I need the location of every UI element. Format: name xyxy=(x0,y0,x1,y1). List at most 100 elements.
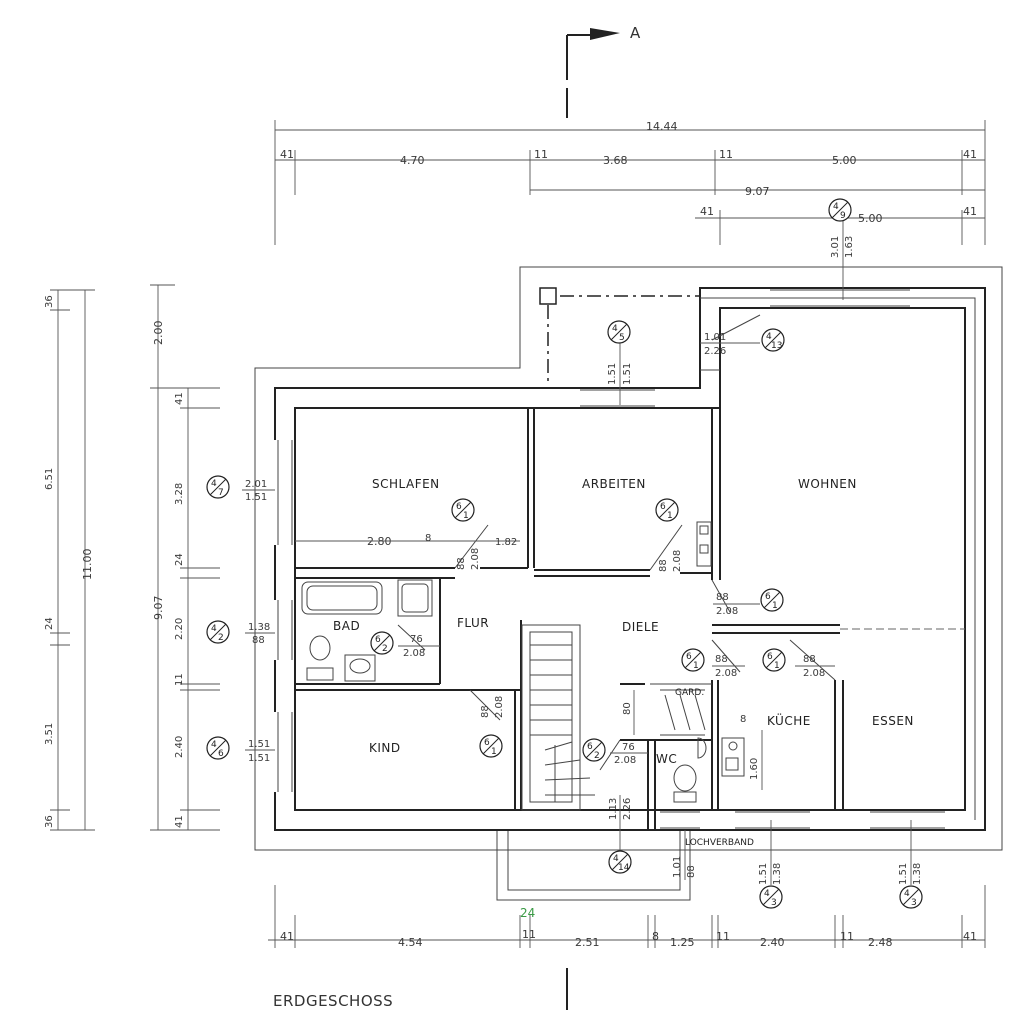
door-swings xyxy=(397,314,836,771)
arbeiten-win-h: 1.51 xyxy=(622,363,633,385)
entry-window-h: 88 xyxy=(686,865,697,878)
ref-r16-top: 4 xyxy=(764,889,770,899)
ref-r12-bot: 6 xyxy=(218,749,224,759)
ref-r10-bot: 1 xyxy=(693,661,699,671)
room-diele: DIELE xyxy=(622,620,659,634)
dim-outer-a: 6.51 xyxy=(44,468,55,490)
room-arbeiten: ARBEITEN xyxy=(582,477,646,491)
terrace-door-w: 1.01 xyxy=(704,332,726,343)
dim-d5: 8 xyxy=(652,930,659,943)
door-bad-w: 76 xyxy=(410,634,423,645)
schlafen-width: 2.80 xyxy=(367,535,392,548)
ref-r7-top: 6 xyxy=(765,592,771,602)
dim-d7: 11 xyxy=(716,930,730,943)
wohnen-win-w: 3.01 xyxy=(830,236,841,258)
ref-r16-bot: 3 xyxy=(771,898,777,908)
ref-r6-bot: 1 xyxy=(667,511,673,521)
kueche-win-w: 1.51 xyxy=(758,863,769,885)
dim-i1: 41 xyxy=(174,392,185,405)
room-schlafen: SCHLAFEN xyxy=(372,477,440,491)
door-kueche1-h: 2.08 xyxy=(715,668,737,679)
door-wc-w: 76 xyxy=(622,742,635,753)
section-ref-r5: 61 xyxy=(451,498,475,522)
door-kind-h: 2.08 xyxy=(494,696,505,718)
wohnen-win-h: 1.63 xyxy=(844,236,855,258)
ref-r4-bot: 7 xyxy=(218,488,224,498)
dim-d4: 2.51 xyxy=(575,936,600,949)
ref-r5-bot: 1 xyxy=(463,511,469,521)
entry-window-w: 1.01 xyxy=(672,856,683,878)
chimney-icon xyxy=(539,287,557,305)
plan-title: ERDGESCHOSS xyxy=(273,992,393,1010)
kind-win-w: 1.51 xyxy=(248,739,270,750)
dim-outer-bot: 36 xyxy=(44,815,55,828)
shower-icon xyxy=(397,579,433,617)
dim-i5: 11 xyxy=(174,673,185,686)
ref-r14-top: 6 xyxy=(587,742,593,752)
dim-i7: 41 xyxy=(174,815,185,828)
door-bad-h: 2.08 xyxy=(403,648,425,659)
ref-r2-top: 4 xyxy=(612,324,618,334)
section-ref-r6: 61 xyxy=(655,498,679,522)
dim-i6: 2.40 xyxy=(174,736,185,758)
dim-outer-total: 11.00 xyxy=(81,549,94,581)
stove-icon xyxy=(721,737,745,777)
door-schlafen-w: 88 xyxy=(456,557,467,570)
dim-b-total: 9.07 xyxy=(745,185,770,198)
door-wohnen-w: 88 xyxy=(716,592,729,603)
section-ref-r3: 413 xyxy=(761,328,785,352)
section-ref-r16: 43 xyxy=(759,885,783,909)
door-kind-w: 88 xyxy=(480,705,491,718)
door-kueche1-w: 88 xyxy=(715,654,728,665)
top-dimensions: 14.44 41 4.70 11 3.68 11 5.00 41 9.07 41… xyxy=(274,120,986,245)
dim-d11: 41 xyxy=(963,930,977,943)
dim-total-width: 14.44 xyxy=(646,120,678,133)
door-arbeiten-h: 2.08 xyxy=(672,550,683,572)
kueche-8: 8 xyxy=(740,714,746,725)
ref-r11-top: 6 xyxy=(767,652,773,662)
ref-r13-bot: 1 xyxy=(491,747,497,757)
dim-i3: 24 xyxy=(174,553,185,566)
ref-r1-top: 4 xyxy=(833,202,839,212)
kueche-160: 1.60 xyxy=(749,758,760,780)
ref-r10-top: 6 xyxy=(686,652,692,662)
dim-d3: 11 xyxy=(522,928,536,941)
room-flur: FLUR xyxy=(457,616,489,630)
room-bad: BAD xyxy=(333,619,360,633)
dim-d2: 4.54 xyxy=(398,936,423,949)
ref-r14-bot: 2 xyxy=(594,751,600,761)
ref-r8-bot: 2 xyxy=(218,633,224,643)
section-references: 49 45 413 47 61 61 61 42 62 61 61 46 61 … xyxy=(206,198,923,909)
foundation-outline xyxy=(254,266,1003,901)
ref-r3-top: 4 xyxy=(766,332,772,342)
dim-outer-mid: 24 xyxy=(44,617,55,630)
section-ref-r4: 47 xyxy=(206,475,230,499)
schlafen-win-h: 1.51 xyxy=(245,492,267,503)
door-schlafen-h: 2.08 xyxy=(470,548,481,570)
arbeiten-win-w: 1.51 xyxy=(607,363,618,385)
bad-win-h: 88 xyxy=(252,635,265,646)
dim-c3: 41 xyxy=(963,205,977,218)
door-kueche2-w: 88 xyxy=(803,654,816,665)
dim-d6: 1.25 xyxy=(670,936,695,949)
section-ref-r7: 61 xyxy=(760,588,784,612)
section-ref-r12: 46 xyxy=(206,736,230,760)
section-ref-r13: 61 xyxy=(479,734,503,758)
ref-r5-top: 6 xyxy=(456,502,462,512)
room-kueche: KÜCHE xyxy=(767,712,811,728)
lochverband-label: LOCHVERBAND xyxy=(685,838,754,848)
radiator-icon xyxy=(696,521,712,567)
essen-win-h: 1.38 xyxy=(912,863,923,885)
ref-r4-top: 4 xyxy=(211,479,217,489)
dim-i2: 3.28 xyxy=(174,483,185,505)
ref-r7-bot: 1 xyxy=(772,601,778,611)
ref-r9-bot: 2 xyxy=(382,644,388,654)
dim-outer-top: 36 xyxy=(44,295,55,308)
room-gard: GARD. xyxy=(675,688,704,698)
room-wc: WC xyxy=(656,752,677,766)
dim-d1: 41 xyxy=(280,930,294,943)
fixtures xyxy=(301,521,745,803)
section-ref-r14: 62 xyxy=(582,738,606,762)
bottom-dimensions: 41 4.54 11 2.51 8 1.25 11 2.40 11 2.48 4… xyxy=(268,885,986,949)
ref-r8-top: 4 xyxy=(211,624,217,634)
